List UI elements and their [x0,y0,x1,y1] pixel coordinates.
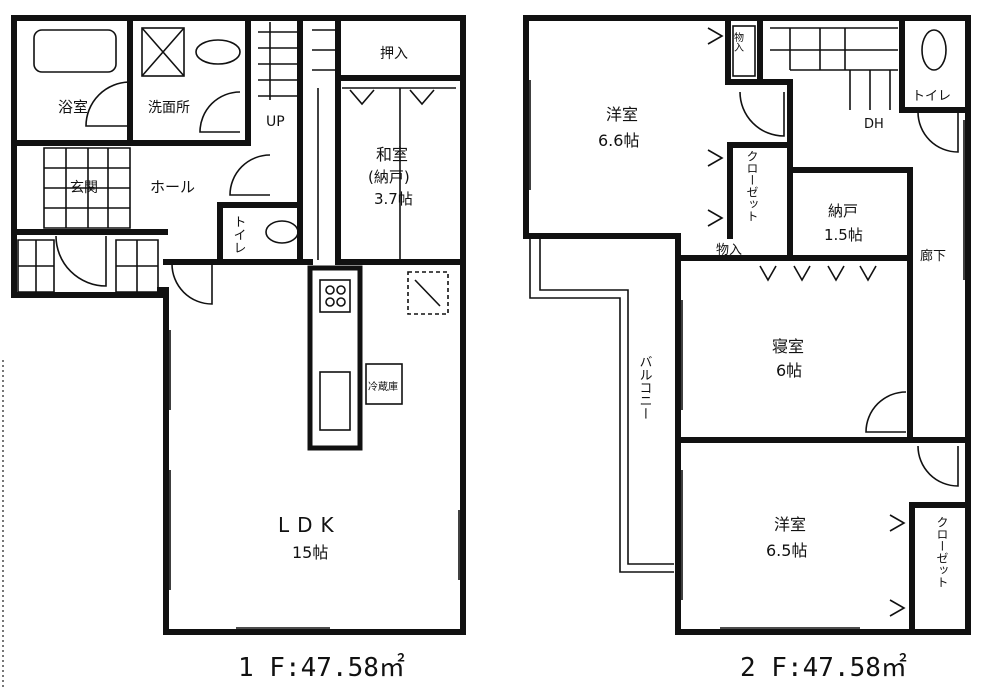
label-western1-size: 6.6帖 [598,131,639,150]
label-closet-c: クローゼット [935,516,949,588]
label-storage: 納戸 [828,202,858,220]
label-toilet-1f: トイレ [231,215,246,254]
label-entrance: 玄関 [70,179,98,196]
label-bedroom: 寝室 [772,337,804,356]
floor2-plan [523,15,971,635]
label-japanese-storage: (納戸) [368,168,410,186]
label-dh: DH [864,117,884,132]
floor1-plan [11,15,466,635]
label-stairs-storage: 物入 [732,31,744,52]
label-bath: 浴室 [58,98,88,116]
label-closet-a: クローゼット [745,150,759,222]
label-western1: 洋室 [606,105,638,124]
label-ldk-size: 15帖 [292,543,328,562]
label-up: UP [266,114,285,130]
label-closet-b: 物入 [716,243,742,258]
floor2-area: 2 F:47.58㎡ [740,653,907,683]
floor1-area: 1 F:47.58㎡ [238,653,405,683]
floor2-labels: 洋室 6.6帖 物入 トイレ DH クローゼット 納戸 1.5帖 廊下 物入 バ… [598,31,951,683]
label-washroom: 洗面所 [148,100,190,116]
floor1-labels: 浴室 洗面所 押入 UP 和室 (納戸) 3.7帖 玄関 ホール トイレ 冷蔵庫… [58,46,413,683]
label-ldk: LDK [278,513,342,537]
label-japanese-size: 3.7帖 [374,190,413,208]
label-hall: ホール [150,178,195,196]
label-western2-size: 6.5帖 [766,541,807,560]
label-corridor: 廊下 [920,248,946,264]
label-closet-1f: 押入 [380,46,408,62]
label-western2: 洋室 [774,515,806,534]
label-toilet-2f: トイレ [912,89,951,104]
label-japanese-room: 和室 [376,145,408,164]
label-storage-size: 1.5帖 [824,226,863,244]
label-balcony: バルコニー [637,355,653,420]
label-bedroom-size: 6帖 [776,361,802,380]
label-fridge: 冷蔵庫 [368,380,398,393]
